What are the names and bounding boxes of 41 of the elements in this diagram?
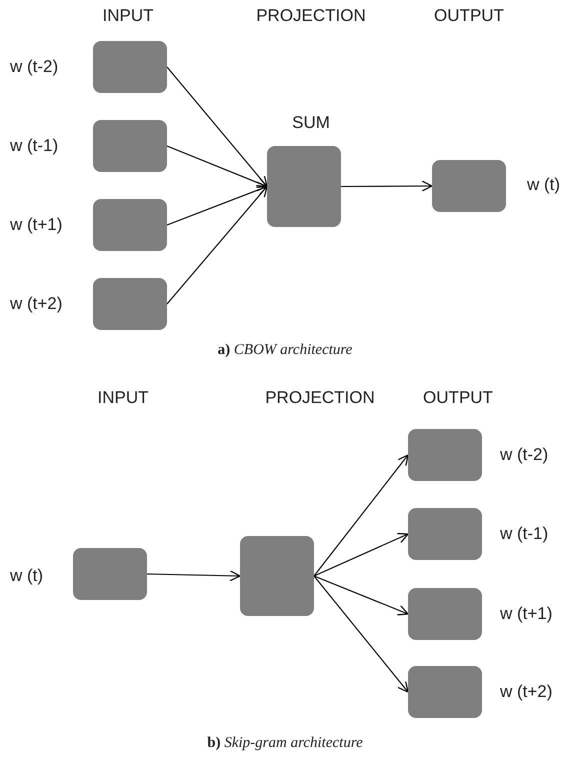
column-header: PROJECTION — [265, 389, 375, 406]
layer-box — [267, 146, 341, 227]
column-header: INPUT — [98, 389, 148, 406]
column-header: OUTPUT — [423, 389, 493, 406]
arrow — [314, 532, 409, 576]
word-label: w (t-2) — [500, 446, 548, 463]
word-label: w (t) — [10, 567, 44, 584]
column-header: INPUT — [102, 7, 154, 24]
word-label: w (t-1) — [10, 137, 58, 154]
arrow — [314, 576, 409, 616]
layer-box — [408, 429, 482, 481]
layer-box — [240, 536, 314, 616]
layer-box — [408, 588, 482, 640]
layer-box — [93, 41, 167, 93]
word-label: w (t+2) — [10, 295, 62, 312]
layer-box — [73, 548, 147, 600]
layer-box — [93, 120, 167, 172]
column-header: PROJECTION — [256, 7, 366, 24]
arrow — [341, 180, 433, 192]
layer-box — [408, 666, 482, 718]
word-label: w (t-1) — [500, 525, 548, 542]
word-label: w (t+1) — [500, 605, 552, 622]
figure-caption: b) Skip-gram architecture — [207, 736, 363, 751]
layer-box — [408, 508, 482, 560]
arrow — [166, 66, 268, 188]
arrow — [146, 570, 241, 582]
arrow — [314, 454, 409, 576]
word-label: w (t) — [527, 176, 560, 193]
figure-caption: a) CBOW architecture — [218, 343, 352, 358]
arrow — [166, 184, 268, 226]
column-header: OUTPUT — [434, 7, 504, 24]
word-label: SUM — [292, 114, 330, 131]
arrow — [314, 576, 409, 693]
word-label: w (t-2) — [10, 58, 58, 75]
layer-box — [93, 278, 167, 330]
layer-box — [432, 160, 506, 212]
word-label: w (t+1) — [10, 216, 62, 233]
arrow — [166, 186, 268, 304]
word-label: w (t+2) — [500, 683, 552, 700]
arrow — [166, 146, 268, 188]
layer-box — [93, 199, 167, 251]
